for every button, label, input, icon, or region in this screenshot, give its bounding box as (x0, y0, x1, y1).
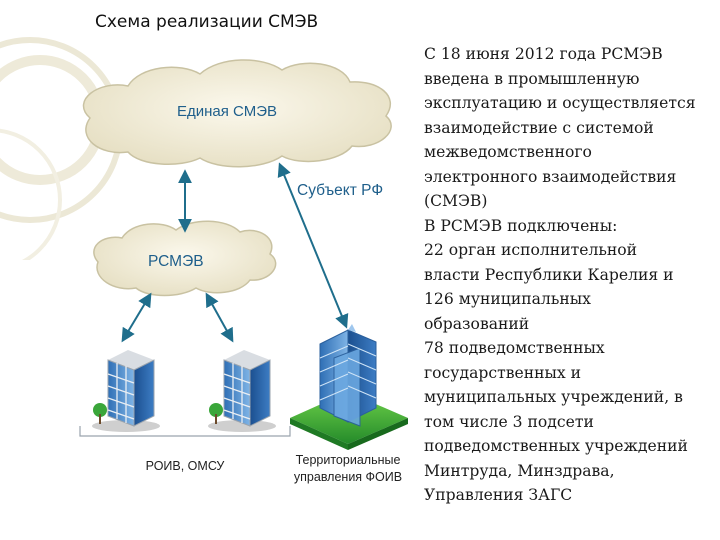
building-roiv-icon (92, 350, 160, 432)
arrow-unified-to-territorial (277, 162, 349, 329)
bracket (79, 426, 291, 437)
caption-roiv-omsu: РОИВ, ОМСУ (145, 459, 225, 473)
arrow-regional-to-building-left (121, 292, 152, 343)
page-title: Схема реализации СМЭВ (95, 12, 319, 32)
caption-territorial-line2: управления ФОИВ (293, 470, 403, 484)
cloud-regional-smev-label: РСМЭВ (148, 253, 204, 270)
cloud-unified-smev-label: Единая СМЭВ (177, 103, 277, 120)
caption-territorial-line1: Территориальные (295, 453, 401, 467)
caption-territorial: Территориальные управления ФОИВ (278, 452, 418, 486)
building-territorial-icon (290, 324, 408, 450)
building-omsu-icon (208, 350, 276, 432)
info-paragraph-2: В РСМЭВ подключены: 22 орган исполнитель… (424, 216, 688, 505)
info-paragraph-1: С 18 июня 2012 года РСМЭВ введена в пром… (424, 45, 696, 210)
subject-rf-label: Субъект РФ (297, 182, 384, 199)
cloud-unified-smev (82, 59, 392, 168)
info-text: С 18 июня 2012 года РСМЭВ введена в пром… (424, 42, 716, 508)
arrow-regional-to-building-right (205, 292, 234, 343)
